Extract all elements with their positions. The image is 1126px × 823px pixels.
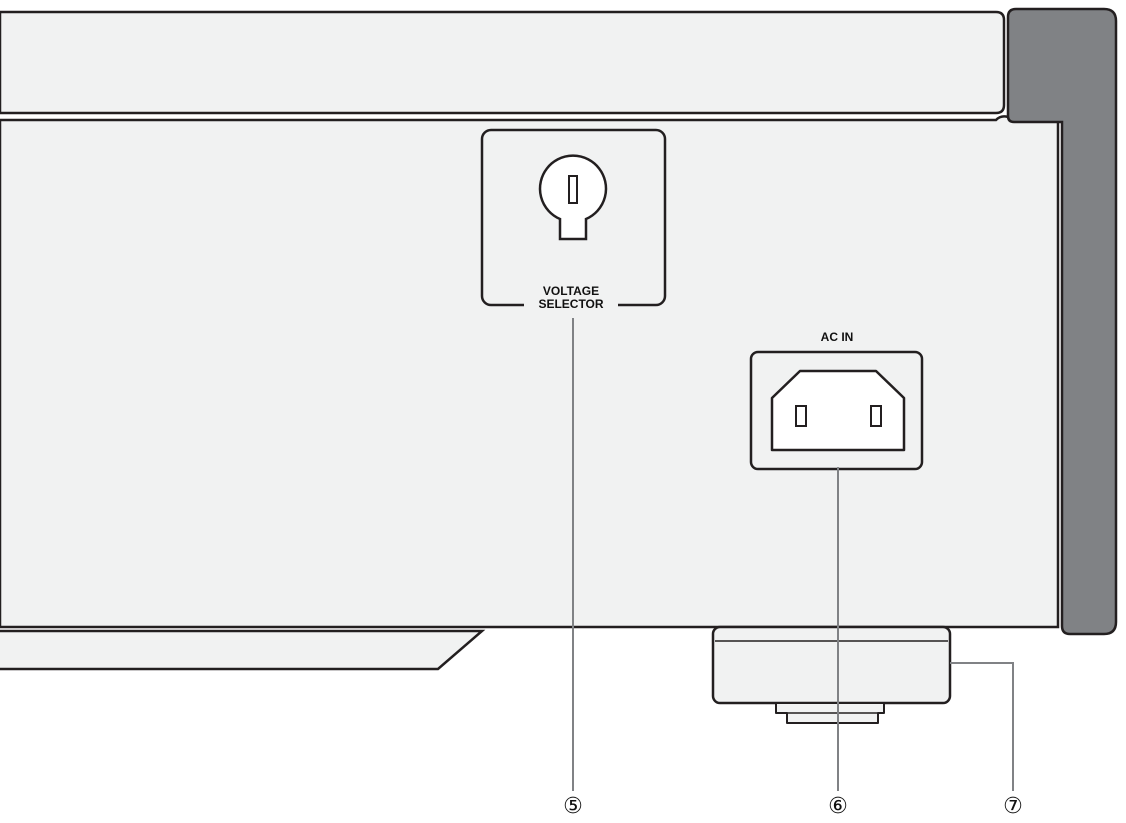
- bottom-chassis: [0, 629, 486, 671]
- voltage-selector-label-bg: [524, 280, 618, 314]
- leader-line-foot: [950, 662, 1014, 791]
- callout-foot: ⑦: [1003, 794, 1023, 819]
- voltage-selector-label-line2: SELECTOR: [538, 297, 603, 311]
- ac-inlet-pin-right: [870, 405, 882, 427]
- ac-inlet-socket[interactable]: [770, 369, 906, 452]
- voltage-selector-label-line1: VOLTAGE: [543, 284, 599, 298]
- ac-in-label: AC IN: [821, 330, 854, 344]
- ac-inlet-pin-left: [795, 405, 807, 427]
- callout-voltage-selector: ⑤: [563, 794, 583, 819]
- foot-body: [711, 625, 952, 705]
- top-cover: [0, 10, 1006, 115]
- callout-ac-in: ⑥: [828, 794, 848, 819]
- voltage-selector-slot: [568, 175, 578, 204]
- side-bracket: [1006, 7, 1118, 636]
- rear-panel-body: [0, 115, 1060, 629]
